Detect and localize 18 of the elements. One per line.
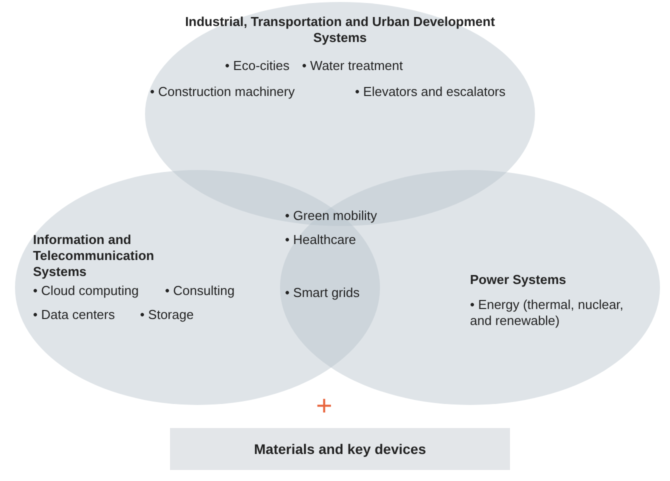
- list-item: • Elevators and escalators: [355, 84, 506, 100]
- list-item: • Data centers: [33, 307, 115, 323]
- list-item: • Cloud computing: [33, 283, 139, 299]
- ellipse-title: Industrial, Transportation and Urban Development Systems: [185, 14, 495, 46]
- ellipse-title: Information and Telecommunication Systems: [33, 232, 156, 280]
- ellipse-title: Power Systems: [470, 272, 568, 288]
- list-item: • Eco-cities: [225, 58, 290, 74]
- list-item: • Storage: [140, 307, 194, 323]
- list-item: • Healthcare: [285, 232, 356, 247]
- list-item: • Construction machinery: [150, 84, 295, 100]
- plus-sign: +: [316, 392, 332, 420]
- list-item: • Energy (thermal, nuclear, and renewable): [470, 297, 624, 329]
- band-label: Materials and key devices: [254, 441, 426, 457]
- list-item: • Smart grids: [285, 285, 360, 300]
- list-item: • Water treatment: [302, 58, 403, 74]
- list-item: • Consulting: [165, 283, 235, 299]
- base-band: [170, 428, 510, 470]
- list-item: • Green mobility: [285, 208, 377, 223]
